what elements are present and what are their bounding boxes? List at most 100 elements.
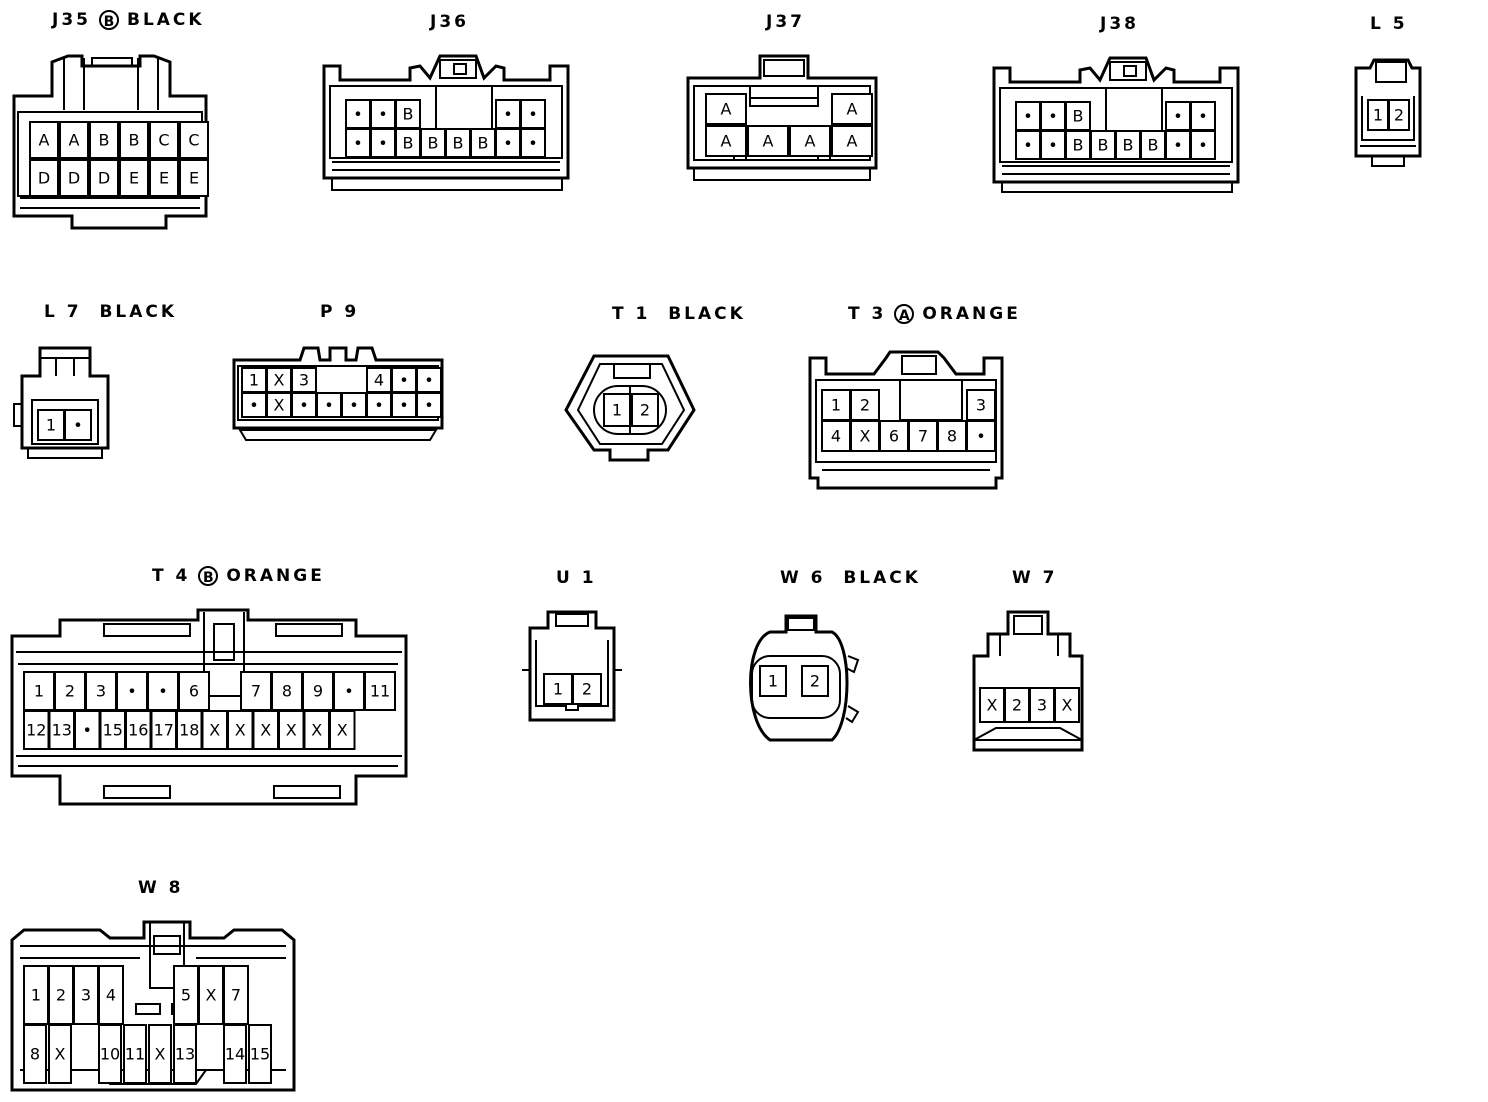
terminal-cell (176, 710, 203, 750)
terminal-label: 2 (56, 986, 66, 1005)
terminal-label: 8 (282, 682, 292, 701)
terminal-label: B (1073, 136, 1084, 155)
terminal-label: A (847, 132, 858, 151)
terminal-label: 7 (918, 427, 928, 446)
terminal-cell (908, 420, 938, 452)
terminal-label: • (249, 396, 258, 415)
terminal-label: 1 (31, 986, 41, 1005)
terminal-cell (48, 1024, 72, 1084)
terminal-label: A (847, 100, 858, 119)
terminal-label: A (763, 132, 774, 151)
connector-name: T 3 (848, 304, 887, 324)
terminal-label: • (424, 396, 433, 415)
terminal-label: 12 (26, 721, 46, 740)
terminal-cell (345, 128, 371, 158)
terminal-label: 13 (175, 1045, 195, 1064)
terminal-cell (705, 125, 747, 157)
terminal-cell (29, 159, 59, 197)
terminal-cell (1115, 130, 1141, 160)
connector-name: J35 (52, 10, 91, 30)
terminal-cell (801, 665, 829, 697)
terminal-label: 11 (125, 1045, 145, 1064)
connector-name: U 1 (556, 568, 597, 588)
terminal-label: 16 (128, 721, 148, 740)
terminal-label: D (68, 169, 80, 188)
connector-color: BLACK (843, 568, 921, 588)
terminal-cell (48, 965, 74, 1025)
connector-name: J36 (430, 12, 469, 32)
terminal-label: B (1148, 136, 1159, 155)
terminal-label: 15 (103, 721, 123, 740)
terminal-label: A (721, 100, 732, 119)
connector-name: L 7 (44, 302, 82, 322)
terminal-cell (966, 420, 996, 452)
terminal-cell (149, 159, 179, 197)
terminal-label: 1 (768, 672, 778, 691)
terminal-label: 2 (860, 396, 870, 415)
connector-name: L 5 (1370, 14, 1408, 34)
terminal-label: • (299, 396, 308, 415)
terminal-label: • (399, 371, 408, 390)
terminal-label: • (83, 721, 92, 740)
terminal-cell (29, 121, 59, 159)
terminal-label: X (337, 721, 348, 740)
terminal-label: • (378, 105, 387, 124)
terminal-label: • (127, 682, 136, 701)
terminal-label: 5 (181, 986, 191, 1005)
terminal-label: • (1198, 107, 1207, 126)
terminal-cell (291, 367, 317, 393)
terminal-cell (364, 671, 396, 711)
connector-label-j37: J37 (766, 12, 805, 32)
terminal-cell (271, 671, 303, 711)
terminal-label: 1 (46, 416, 56, 435)
terminal-label: E (189, 169, 199, 188)
terminal-label: X (311, 721, 322, 740)
connector-mark: B (98, 10, 119, 30)
terminal-label: D (38, 169, 50, 188)
terminal-label: X (1062, 696, 1073, 715)
connector-label-w7: W 7 (1012, 568, 1058, 588)
terminal-cell (119, 121, 149, 159)
connector-name: J38 (1100, 14, 1139, 34)
terminal-cell (64, 409, 92, 441)
terminal-label: B (1073, 107, 1084, 126)
terminal-label: B (478, 134, 489, 153)
terminal-label: 1 (34, 682, 44, 701)
terminal-label: 1 (612, 401, 622, 420)
terminal-label: 3 (299, 371, 309, 390)
terminal-cell (73, 965, 99, 1025)
connector-label-t1: T 1 BLACK (612, 304, 746, 324)
terminal-cell (149, 121, 179, 159)
terminal-label: 6 (189, 682, 199, 701)
terminal-label: • (344, 682, 353, 701)
terminal-cell (173, 965, 199, 1025)
terminal-label: 7 (231, 986, 241, 1005)
terminal-label: X (274, 371, 285, 390)
terminal-label: 8 (947, 427, 957, 446)
terminal-cell (59, 121, 89, 159)
terminal-label: B (1098, 136, 1109, 155)
terminal-cell (302, 671, 334, 711)
connector-name: T 4 (152, 566, 191, 586)
terminal-label: 3 (1037, 696, 1047, 715)
terminal-cell (178, 671, 210, 711)
terminal-label: C (158, 131, 169, 150)
terminal-cell (1065, 130, 1091, 160)
terminal-cell (23, 1024, 47, 1084)
terminal-label: A (39, 131, 50, 150)
terminal-label: 1 (1373, 106, 1383, 125)
terminal-label: • (353, 134, 362, 153)
terminal-label: • (503, 105, 512, 124)
connector-name: J37 (766, 12, 805, 32)
terminal-label: • (976, 427, 985, 446)
terminal-cell (291, 392, 317, 418)
terminal-cell (223, 1024, 247, 1084)
connector-label-w8: W 8 (138, 878, 184, 898)
